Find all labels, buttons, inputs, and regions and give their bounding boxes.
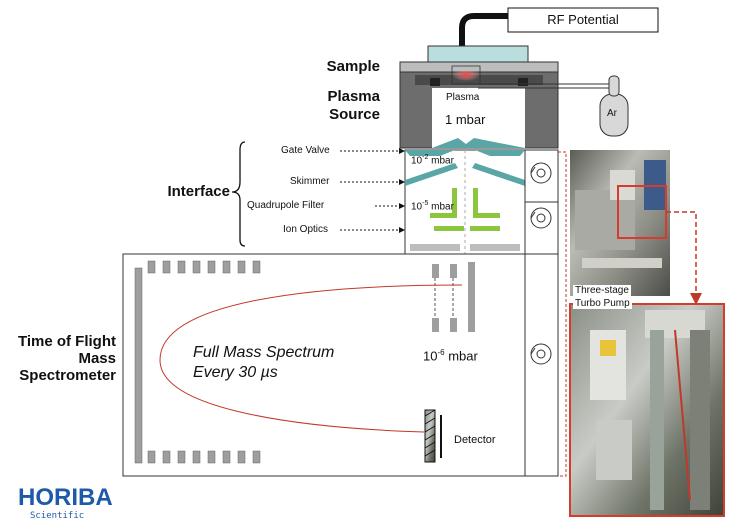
argon-label: Ar [607,108,617,119]
source-clamp [415,75,543,85]
detector [424,409,436,463]
tof-pump-column [524,253,559,477]
reflectron-top [147,260,261,274]
gate-valve-left [405,150,455,156]
quadrupole-label: Quadrupole Filter [247,200,325,211]
pusher-top-left [432,264,439,278]
horiba-logo-sub: Scientific [30,511,84,521]
sample-holder [451,65,481,85]
ion-flight-path [159,284,463,433]
plasma-glow [452,69,480,81]
argon-valve [608,75,620,97]
interface-bracket [231,141,246,247]
rf-potential-box [507,7,659,33]
sample-plate [399,61,559,73]
photo-interface-hardware [570,150,670,296]
source-seal-right [518,78,528,86]
gate-valve-right [475,150,525,156]
pusher-bottom-mid [450,318,457,332]
pump-icon [530,207,552,229]
pump-label-2: Turbo Pump [573,298,632,309]
pusher-bottom-left [432,318,439,332]
skimmer-right [472,163,525,186]
detector-hatching [424,409,436,457]
source-seal-left [430,78,440,86]
tof-pressure: 10-6 mbar [423,348,478,364]
interface-pressure-2: 10-5 mbar [411,200,454,213]
plasma-inner-label: Plasma [446,92,480,103]
pusher-top-mid [450,264,457,278]
plasma-source-label-2: Source [329,106,380,123]
reflectron-back-plate [134,267,143,464]
ion-optics-right [470,226,500,231]
horiba-logo-text: HORIBA [18,484,113,511]
tof-label-1: Time of Flight [17,333,116,350]
rf-potential-label: RF Potential [547,12,619,27]
pump-label-1: Three-stage [573,285,631,296]
quadrupole-bar-right [473,213,500,218]
gate-valve-label: Gate Valve [281,145,330,156]
pump-icon [530,162,552,184]
plasma-source-label-1: Plasma [327,88,380,105]
detector-label: Detector [454,434,496,446]
skimmer-label: Skimmer [290,176,330,187]
quadrupole-rod-left [452,188,457,216]
source-pressure: 1 mbar [445,112,486,127]
source-cone [432,138,525,148]
plasma-chamber [432,88,525,148]
rf-cable [459,13,508,48]
pusher-plate [468,262,475,332]
zoom-arrow [666,211,702,305]
pump-icon [530,343,552,365]
ion-optics-left [434,226,464,231]
interface-pressure-1: 10-2 mbar [411,154,454,167]
spectrum-text-1: Full Mass Spectrum [193,344,335,361]
extraction-plate-left [410,244,460,251]
spectrum-text-2: Every 30 µs [193,364,278,381]
quadrupole-bar-left [430,213,457,218]
pump-bracket [558,151,567,477]
ion-optics-label: Ion Optics [283,224,329,235]
quadrupole-rod-right [473,188,478,216]
sample-label: Sample [326,58,380,75]
tof-label-2: Mass [78,350,116,367]
interface-label: Interface [167,183,230,200]
extraction-plate-right [470,244,520,251]
reflectron-bottom [147,450,261,464]
skimmer-left [405,163,458,186]
photo-turbo-pump [569,303,725,517]
tof-label-3: Spectrometer [19,367,116,384]
rf-coil-block [427,45,529,65]
